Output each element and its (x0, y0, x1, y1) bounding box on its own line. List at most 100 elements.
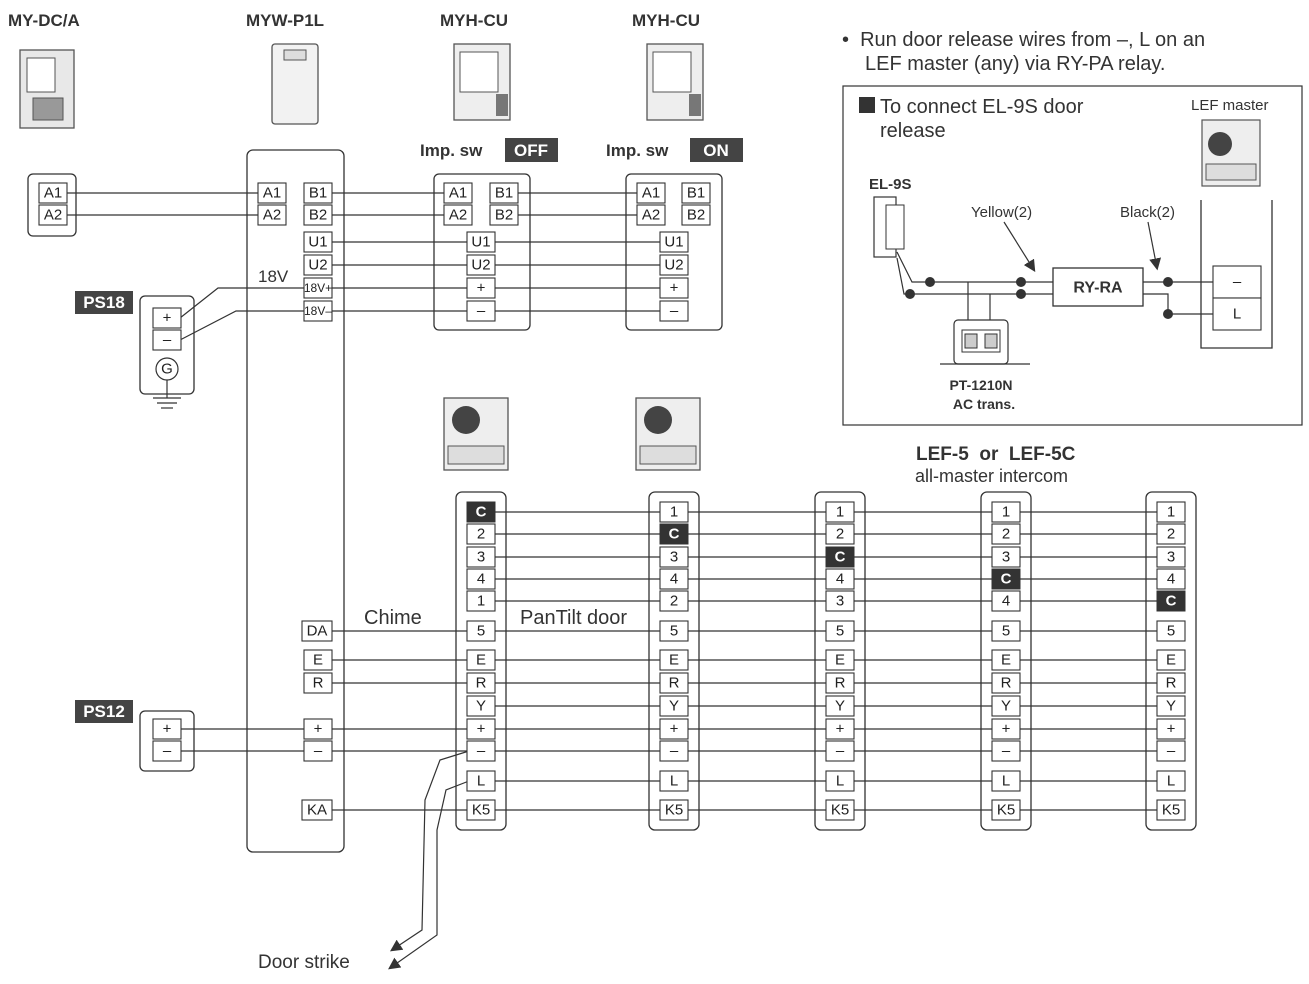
lef-col1-terminal-1-label: C (476, 504, 487, 521)
svg-text:A2: A2 (642, 207, 660, 224)
lef-col1-terminal-r-label: R (476, 675, 487, 692)
lef-col1-terminal-e: E (466, 649, 496, 671)
pantilt-label: PanTilt door (520, 607, 627, 629)
lef-col4-terminal-1: 1 (991, 501, 1021, 523)
el9s-icon (873, 196, 905, 258)
monitor1-terminal-b1: B1 (489, 182, 519, 204)
lef-col5-terminal-l-label: L (1167, 773, 1175, 790)
lef-col2-terminal-3: 3 (659, 546, 689, 568)
lef-col3-terminal-l-label: L (836, 773, 844, 790)
lef-col3-terminal-minus-label: – (836, 743, 845, 760)
lef-col4-terminal-4: C (991, 568, 1021, 590)
svg-text:L: L (1233, 306, 1241, 323)
lef-col5-terminal-plus-label: + (1167, 721, 1176, 738)
monitor2-icon (646, 43, 704, 121)
adaptor-terminal-minus: – (303, 740, 333, 762)
dc-terminal-box (27, 173, 77, 237)
monitor1-terminal-a2: A2 (443, 204, 473, 226)
voltage-label: 18V (258, 267, 289, 286)
svg-text:DA: DA (307, 623, 328, 640)
lef-col2-terminal-y-label: Y (669, 698, 679, 715)
lef-col5-terminal-2-label: 2 (1167, 526, 1175, 543)
adaptor-terminal-u2: U2 (303, 254, 333, 276)
lef-col1-terminal-e-label: E (476, 652, 486, 669)
lef-col1-terminal-l-label: L (477, 773, 485, 790)
lef-col3-terminal-y-label: Y (835, 698, 845, 715)
lef-master-icon-1 (443, 397, 509, 471)
svg-text:+: + (477, 280, 486, 297)
lef-col1-terminal-2-label: 2 (477, 526, 485, 543)
adaptor-terminal-ka: KA (301, 799, 333, 821)
svg-text:B2: B2 (495, 207, 513, 224)
lef-col4-terminal-l: L (991, 770, 1021, 792)
adaptor-body (246, 149, 345, 853)
lef-col2-terminal-e-label: E (669, 652, 679, 669)
transformer-label-2: AC trans. (953, 396, 1015, 412)
lef-col4-terminal-1-label: 1 (1002, 504, 1010, 521)
lef-col3-terminal-r-label: R (835, 675, 846, 692)
lef-col5-terminal-1-label: 1 (1167, 504, 1175, 521)
lef-col4-terminal-plus-label: + (1002, 721, 1011, 738)
lef-col3-terminal-n5: 5 (825, 620, 855, 642)
lef-col1-terminal-1: C (466, 501, 496, 523)
lef-col1-terminal-r: R (466, 672, 496, 694)
lef-col5-terminal-r: R (1156, 672, 1186, 694)
lef-col5-terminal-4: 4 (1156, 568, 1186, 590)
monitor1-terminal-b2: B2 (489, 204, 519, 226)
svg-text:–: – (163, 743, 172, 760)
lef-col4-terminal-minus: – (991, 740, 1021, 762)
dc-terminal-a2: A2 (38, 204, 68, 226)
lef-col1-terminal-3-label: 3 (477, 549, 485, 566)
inset-yellow-label: Yellow(2) (971, 204, 1032, 221)
svg-text:U2: U2 (664, 257, 683, 274)
lef-col3-terminal-k5-label: K5 (831, 802, 849, 819)
lef-col1-terminal-k5: K5 (466, 799, 496, 821)
adaptor-terminal-plus: + (303, 718, 333, 740)
svg-text:–: – (314, 743, 323, 760)
lef-col2-terminal-r: R (659, 672, 689, 694)
svg-text:R: R (313, 675, 324, 692)
lef-col4-terminal-k5-label: K5 (997, 802, 1015, 819)
svg-text:B1: B1 (309, 185, 327, 202)
lef-col5-terminal-r-label: R (1166, 675, 1177, 692)
svg-text:B2: B2 (687, 207, 705, 224)
lef-col1-terminal-minus-label: – (477, 743, 486, 760)
lef-col1-terminal-3: 3 (466, 546, 496, 568)
lef-col3-terminal-2-label: 2 (836, 526, 844, 543)
lef-col3-terminal-k5: K5 (825, 799, 855, 821)
monitor2-terminal-plus: + (659, 277, 689, 299)
lef-col1-terminal-minus: – (466, 740, 496, 762)
lef-col4-terminal-r-label: R (1001, 675, 1012, 692)
svg-text:A1: A1 (642, 185, 660, 202)
lef-col2-terminal-k5: K5 (659, 799, 689, 821)
lef-col2-terminal-y: Y (659, 695, 689, 717)
lef-col5-terminal-5: C (1156, 590, 1186, 612)
lef-col2-terminal-minus-label: – (670, 743, 679, 760)
monitor2-terminal-minus: – (659, 300, 689, 322)
lef-title: LEF-5 or LEF-5C (916, 444, 1076, 465)
svg-text:+: + (670, 280, 679, 297)
svg-text:G: G (161, 361, 173, 378)
adaptor-terminal-a1: A1 (257, 182, 287, 204)
lef-col2-terminal-plus: + (659, 718, 689, 740)
lef-col3-terminal-minus: – (825, 740, 855, 762)
lef-col3-terminal-5: 3 (825, 590, 855, 612)
inset-black-label: Black(2) (1120, 204, 1175, 221)
lef-col3-terminal-plus-label: + (836, 721, 845, 738)
upper-wires (64, 192, 661, 341)
lef-col1-terminal-plus-label: + (477, 721, 486, 738)
monitor1-terminal-box (433, 173, 531, 331)
lef-col5-terminal-l: L (1156, 770, 1186, 792)
lef-col3-terminal-3-label: C (835, 549, 846, 566)
lef-column-box-5 (1145, 491, 1197, 831)
inset-lef-master-outline (1200, 200, 1273, 349)
svg-text:U1: U1 (664, 234, 683, 251)
monitor2-terminal-u1: U1 (659, 231, 689, 253)
lef-col2-terminal-3-label: 3 (670, 549, 678, 566)
adaptor-terminal-b1: B1 (303, 182, 333, 204)
adaptor-icon (271, 43, 319, 125)
inset-bullet-square (859, 97, 875, 113)
imp-sw-label-1: Imp. sw (420, 141, 483, 160)
door-strike-label: Door strike (258, 952, 350, 973)
